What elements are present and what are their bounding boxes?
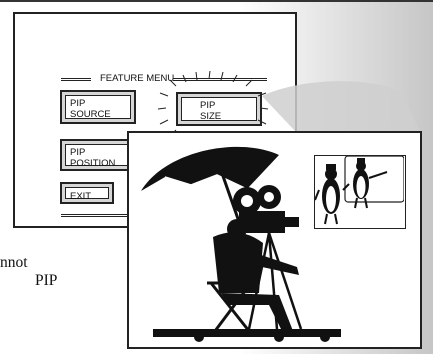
pip-source-label-line1: PIP — [70, 98, 130, 109]
pip-source-label-line2: SOURCE — [70, 109, 130, 120]
manual-text-line2: PIP — [35, 272, 57, 290]
pip-window — [314, 155, 406, 229]
pip-position-label-line1: PIP — [70, 147, 130, 158]
title-rule-right — [173, 78, 267, 81]
top-rule — [0, 0, 433, 2]
exit-button[interactable]: EXIT — [60, 182, 114, 204]
pip-source-button[interactable]: PIP SOURCE — [60, 90, 136, 124]
penguin-left-icon — [315, 164, 349, 224]
feature-menu-title: FEATURE MENU — [61, 72, 267, 86]
feature-menu-label: FEATURE MENU — [97, 72, 177, 86]
dolly-base — [153, 329, 341, 337]
pip-position-label-line2: POSITION — [70, 158, 130, 169]
title-rule-left — [61, 78, 91, 81]
pip-size-button[interactable]: PIP SIZE — [176, 92, 262, 126]
pip-size-label-line2: SIZE — [200, 111, 256, 122]
pip-position-button[interactable]: PIP POSITION — [60, 139, 136, 171]
umbrella-canopy — [141, 147, 279, 191]
pip-size-label-line1: PIP — [200, 100, 256, 111]
manual-text-line1: nnot — [0, 254, 28, 272]
tv-screen — [127, 131, 422, 349]
penguin-pip-illustration — [315, 156, 404, 227]
exit-label: EXIT — [70, 191, 108, 202]
